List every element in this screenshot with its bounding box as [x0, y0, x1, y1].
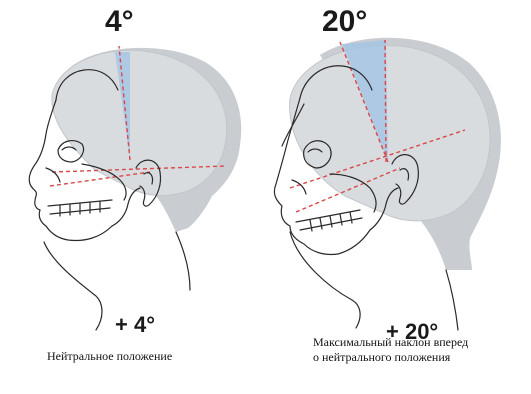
caption-forward-tilt: Максимальный наклон вперед о нейтральног… [313, 335, 468, 365]
angle-top-label: 4° [105, 5, 134, 38]
angle-top-label: 20° [322, 5, 367, 38]
angle-bottom-label: + 4° [115, 312, 155, 337]
caption-line-2: о нейтрального положения [313, 350, 468, 365]
caption-neutral-position: Нейтральное положение [47, 349, 172, 364]
caption-line-1: Максимальный наклон вперед [313, 335, 468, 350]
panel-neutral: 4° + 4° [29, 5, 241, 337]
panel-forward-tilt: 20° + 20° [274, 5, 501, 344]
